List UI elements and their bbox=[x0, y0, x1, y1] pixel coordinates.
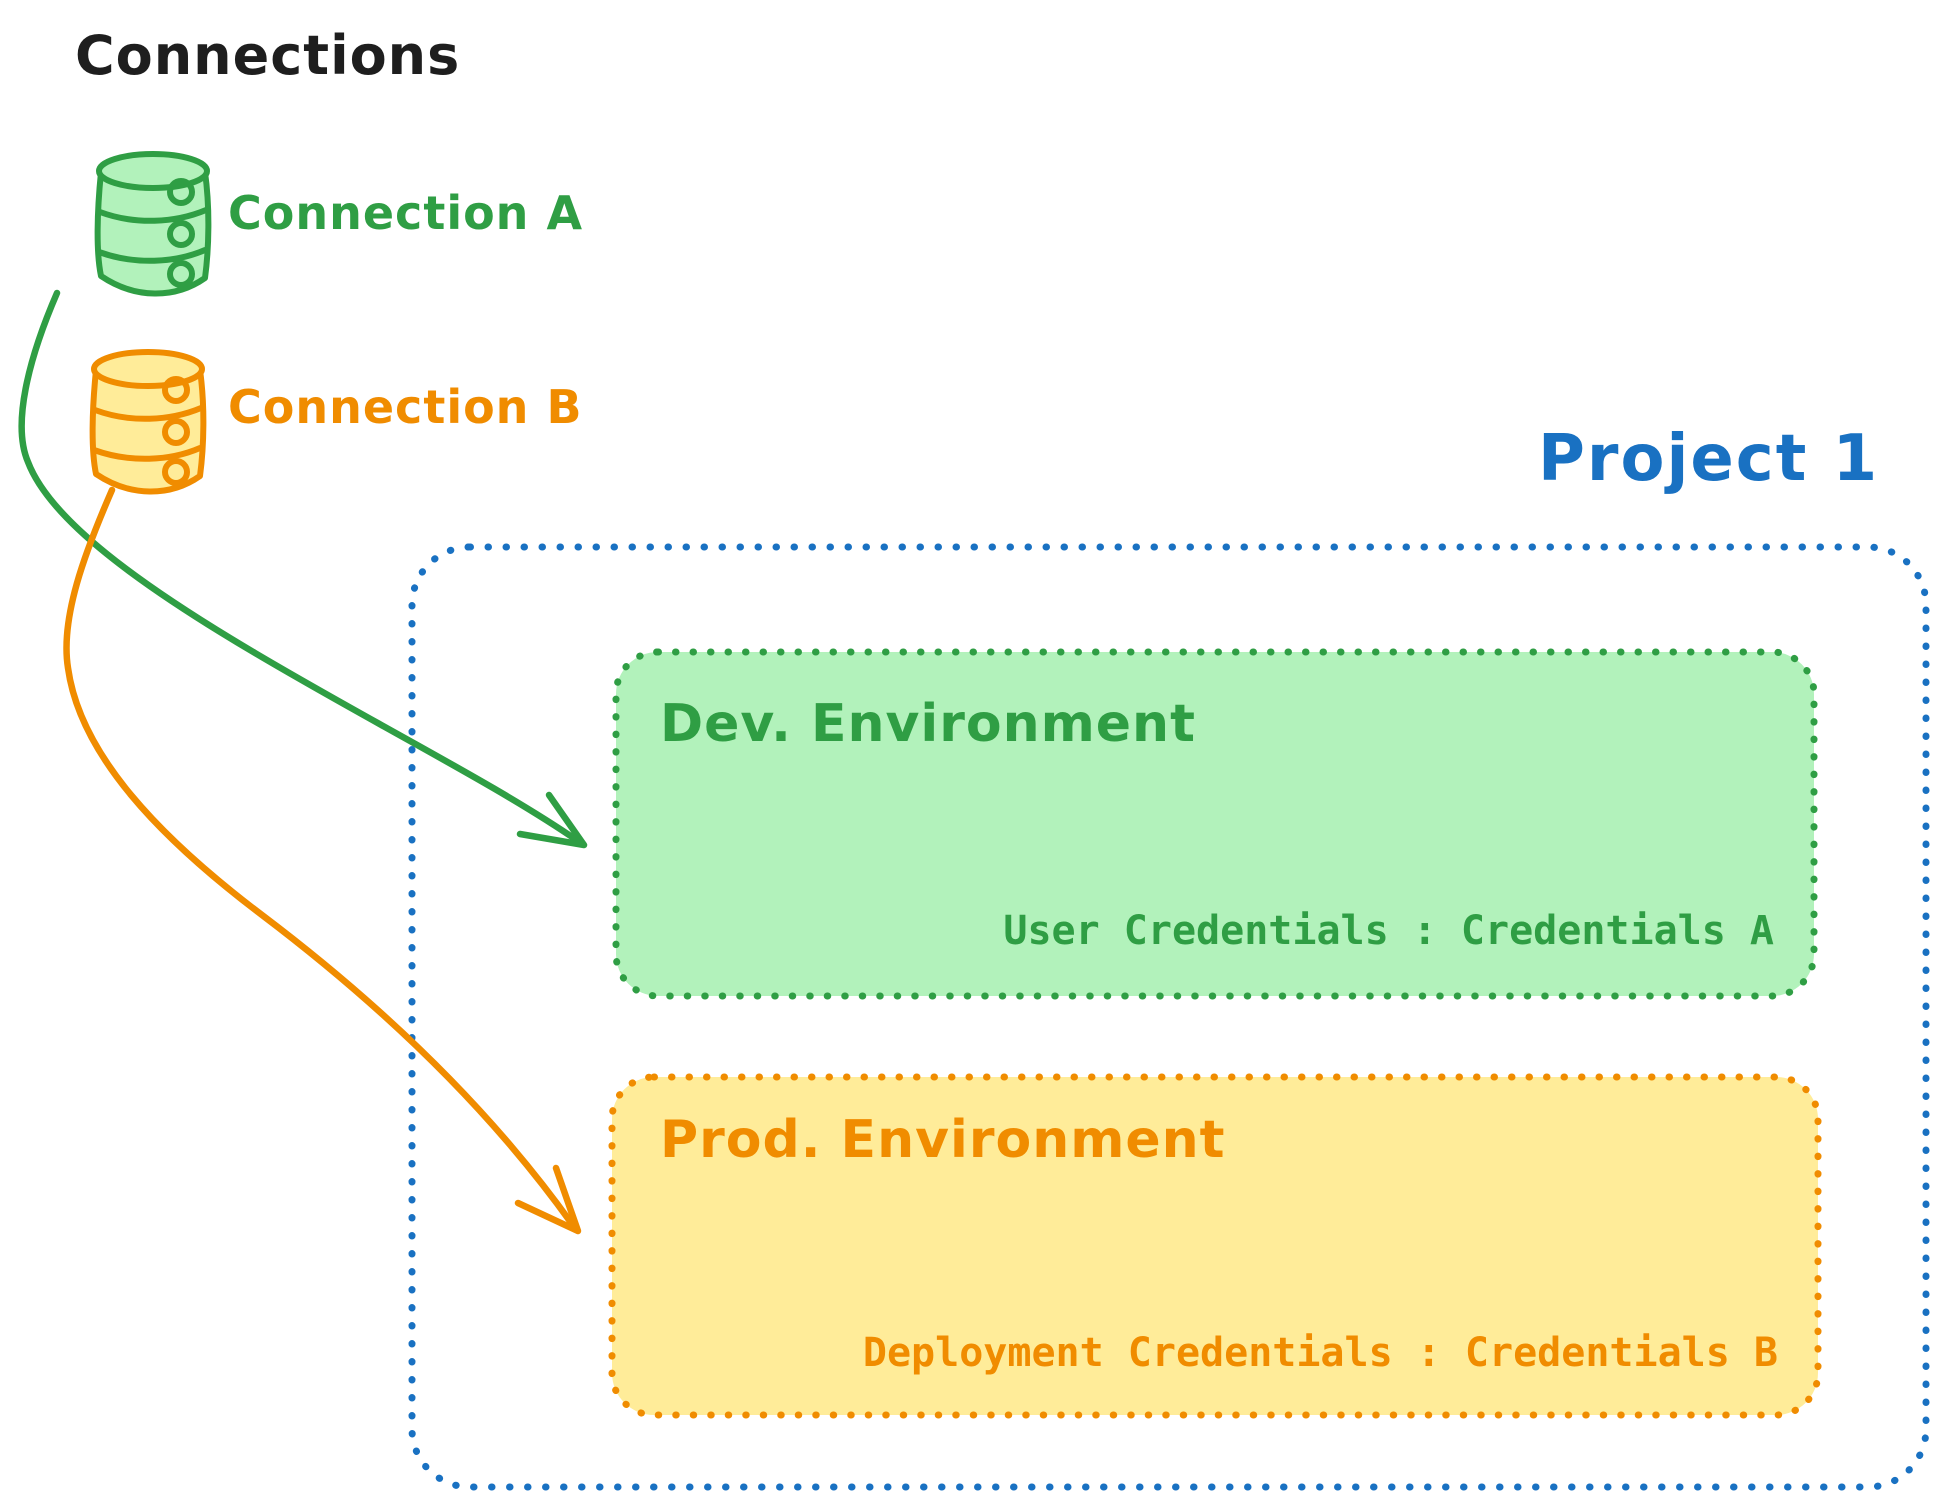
connection-b-database-icon bbox=[89, 349, 207, 495]
connection-b-arrow bbox=[63, 486, 582, 1235]
connection-a-database-icon bbox=[94, 151, 212, 297]
dev-environment-heading: Dev. Environment bbox=[660, 694, 1196, 754]
dev-environment-box bbox=[612, 648, 1818, 1000]
dev-environment-credentials: User Credentials : Credentials A bbox=[1003, 908, 1774, 954]
connection-b-label: Connection B bbox=[228, 380, 583, 434]
prod-environment-box bbox=[608, 1073, 1822, 1419]
prod-environment-credentials: Deployment Credentials : Credentials B bbox=[862, 1330, 1778, 1376]
project-1-title: Project 1 bbox=[1538, 422, 1880, 496]
connection-a-label: Connection A bbox=[228, 186, 584, 240]
project-1-container-border bbox=[408, 543, 1930, 1491]
connection-a-arrow bbox=[18, 289, 588, 849]
connections-title: Connections bbox=[75, 24, 461, 87]
prod-environment-heading: Prod. Environment bbox=[660, 1110, 1226, 1170]
